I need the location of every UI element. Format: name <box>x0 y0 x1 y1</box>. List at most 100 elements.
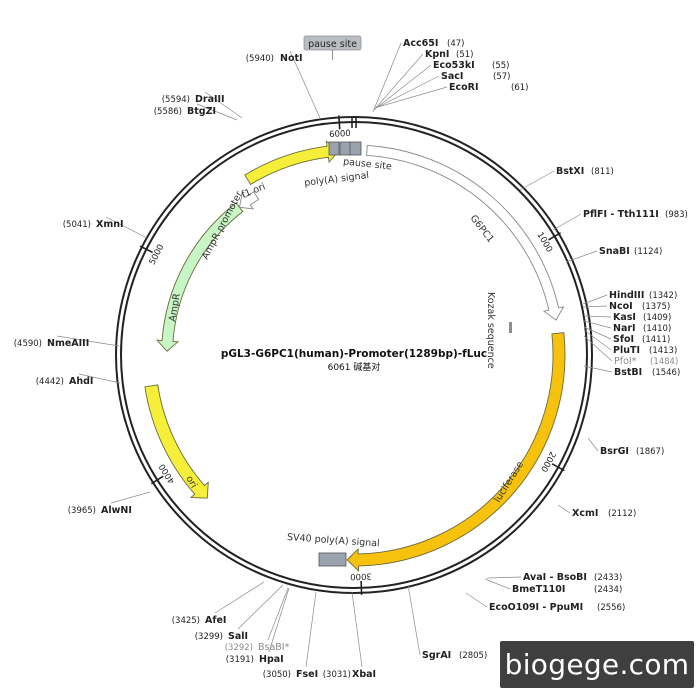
pause-site-label: pause site <box>343 156 393 172</box>
site-name-avai-bsobi: AvaI - BsoBI <box>523 572 587 583</box>
site-name-bsabi: BsaBI* <box>258 642 290 653</box>
tick-5000 <box>139 245 153 254</box>
site-name-kpni: KpnI <box>425 49 449 60</box>
leader-saci <box>375 75 440 109</box>
site-pos-bstbi: (1546) <box>652 368 680 378</box>
leader-xmni <box>105 216 148 239</box>
leader-xbai <box>351 591 363 668</box>
tick-1000 <box>548 232 561 241</box>
leader-bmet110i <box>484 578 511 590</box>
site-name-xbai: XbaI <box>352 669 376 680</box>
site-pos-eco53ki: (55) <box>492 61 509 71</box>
leader-ahdi <box>78 373 121 384</box>
site-pos-xcmi: (2112) <box>608 509 636 519</box>
site-pos-avai-bsobi: (2433) <box>594 573 622 583</box>
site-name-afei: AfeI <box>205 615 226 626</box>
site-name-btgzi: BtgZI <box>187 106 216 117</box>
feature-label-ampr-promoter: AmpR promoter <box>200 190 245 262</box>
site-name-ncoi: NcoI <box>609 301 633 312</box>
site-name-ecoo109i-ppumi: EcoO109I - PpuMI <box>489 602 583 613</box>
site-pos-noti: (5940) <box>246 54 274 64</box>
feature-arrow-ampr <box>155 202 244 352</box>
leader-btgzi <box>196 103 238 121</box>
site-name-fsei: FseI <box>296 669 318 680</box>
poly-a-signal-box <box>328 141 340 156</box>
site-pos-alwni: (3965) <box>68 506 96 516</box>
leader-nari <box>583 320 612 329</box>
leader-kasi <box>583 315 612 318</box>
site-name-snabi: SnaBI <box>599 246 630 257</box>
tick-label-1000: 1000 <box>534 231 554 255</box>
leader-sgrai <box>407 584 421 656</box>
leader-afei <box>214 581 265 614</box>
site-name-nmeaiii: NmeAIII <box>47 338 89 349</box>
poly-a-signal-label: poly(A) signal <box>304 170 370 189</box>
backbone-inner <box>120 121 588 589</box>
site-pos-xmni: (5041) <box>63 220 91 230</box>
watermark-logo: biogege.com <box>504 648 690 681</box>
site-pos-draiii: (5594) <box>162 95 190 105</box>
leader-bstbi <box>583 365 613 373</box>
site-name-draiii: DraIII <box>195 94 225 105</box>
site-pos-sali: (3299) <box>195 632 223 642</box>
site-pos-sfoi: (1411) <box>642 335 670 345</box>
site-pos-kasi: (1409) <box>643 313 671 323</box>
tick-2000 <box>551 463 565 472</box>
tick-label-3000: 3000 <box>350 571 372 582</box>
feature-arrow-ori <box>144 384 209 499</box>
leader-sfoi <box>583 326 612 340</box>
tick-label-5000: 5000 <box>148 243 167 267</box>
leader-hindiii <box>582 294 608 305</box>
leader-pflfi-tth111i <box>552 213 582 231</box>
leader-alwni <box>110 491 151 504</box>
site-pos-snabi: (1124) <box>634 247 662 257</box>
site-name-noti: NotI <box>280 53 303 64</box>
map-title: pGL3-G6PC1(human)-Promoter(1289bp)-fLuc <box>221 348 487 360</box>
leader-hpai <box>268 587 290 653</box>
leader-avai-bsobi <box>486 576 522 579</box>
leader-kpni <box>373 53 424 111</box>
site-name-xmni: XmnI <box>96 219 124 230</box>
site-name-hpai: HpaI <box>259 654 284 665</box>
leader-pfoi <box>583 335 613 362</box>
site-pos-fsei: (3050) <box>263 670 291 680</box>
feature-arrow-ampr-promoter <box>238 191 260 210</box>
site-name-acc65i: Acc65I <box>403 38 438 49</box>
tick-6000 <box>338 115 341 130</box>
leader-pluti <box>583 329 612 351</box>
pause-site-box <box>339 141 362 156</box>
leader-bsabi <box>267 587 289 641</box>
site-name-kasi: KasI <box>613 312 636 323</box>
kozak-sequence-mark <box>509 322 512 333</box>
leader-fsei <box>305 591 317 668</box>
tick-4000 <box>150 475 164 485</box>
site-pos-pfoi: (1484) <box>650 357 678 367</box>
site-pos-ncoi: (1375) <box>642 302 670 312</box>
site-name-sgrai: SgrAI <box>422 650 451 661</box>
feature-arrows <box>144 140 566 573</box>
leader-snabi <box>565 250 598 263</box>
feature-label-ori: ori <box>183 474 199 490</box>
site-pos-bstxi: (811) <box>591 167 614 177</box>
backbone-outer <box>115 116 593 594</box>
site-name-pfoi: PfoI* <box>614 356 637 367</box>
kozak-sequence-label: Kozak sequence <box>485 292 496 369</box>
leader-bsrgi <box>587 437 599 452</box>
site-name-hindiii: HindIII <box>609 290 644 301</box>
site-leader-lines <box>56 42 613 668</box>
site-name-bsrgi: BsrGI <box>600 446 629 457</box>
site-name-sali: SalI <box>228 631 248 642</box>
site-pos-pflfi-tth111i: (983) <box>665 210 688 220</box>
site-pos-kpni: (51) <box>456 50 473 60</box>
site-pos-bsrgi: (1867) <box>636 447 664 457</box>
sv40-poly-a-signal-label: SV40 poly(A) signal <box>287 532 380 549</box>
site-pos-acc65i: (47) <box>447 39 464 49</box>
site-pos-btgzi: (5586) <box>154 107 182 117</box>
map-subtitle: 6061 碱基对 <box>328 361 381 373</box>
site-name-eco53ki: Eco53kI <box>433 60 475 71</box>
site-name-nari: NarI <box>613 323 636 334</box>
pause-site-tag-label: pause site <box>308 39 357 50</box>
feature-label-g6pc1: G6PC1 <box>468 213 496 245</box>
feature-label-ampr: AmpR <box>167 292 183 322</box>
